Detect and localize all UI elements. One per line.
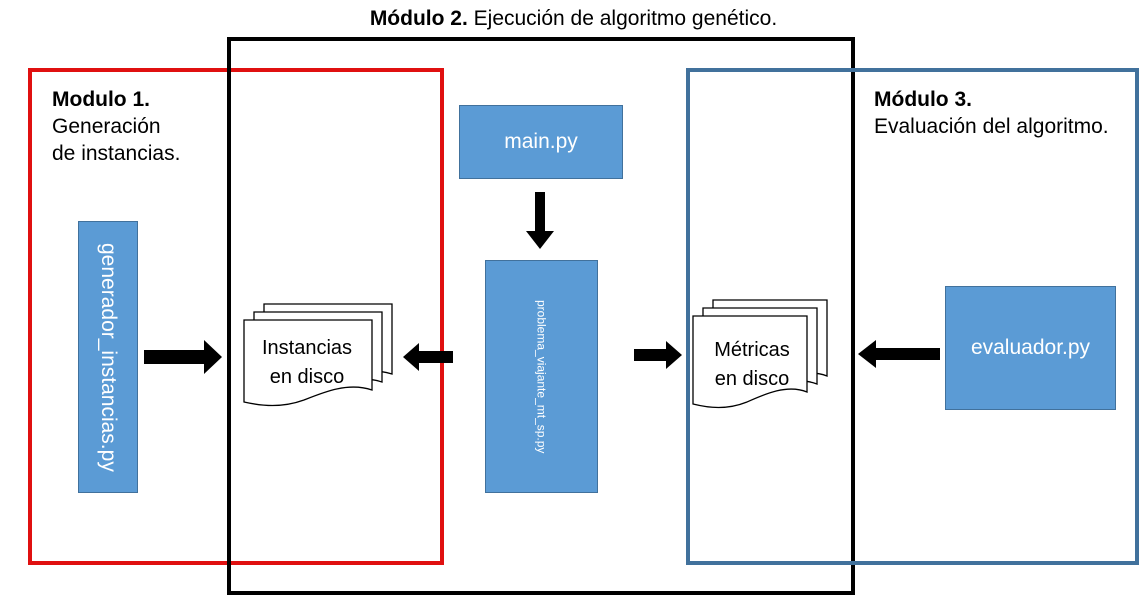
generador-instancias-label: generador_instancias.py (97, 242, 120, 472)
title-module-number: Módulo 2. (369, 7, 468, 30)
module-1-heading: Modulo 1. (52, 88, 150, 111)
module-3-line1: Evaluación del algoritmo. (874, 115, 1109, 138)
problema-viajante-script-box: problema_viajante_mt_sp.py (485, 260, 598, 493)
arrow-evaluador-to-metricas (858, 340, 940, 368)
main-label: main.py (504, 130, 578, 153)
module-3-heading: Módulo 3. (874, 88, 972, 111)
instancias-document-label: Instancias en disco (244, 334, 370, 392)
arrow-problema-to-instancias (403, 343, 453, 371)
arrow-main-to-problema (526, 192, 554, 249)
module-1-caption: Modulo 1. Generación de instancias. (52, 86, 180, 167)
module-1-frame (28, 68, 444, 565)
metricas-label-line1: Métricas (714, 339, 790, 361)
module-1-line1: Generación (52, 115, 161, 138)
main-script-box: main.py (459, 105, 623, 179)
arrow-problema-to-metricas (634, 341, 682, 369)
arrow-generador-to-instancias (144, 340, 222, 374)
metricas-document-stack (692, 299, 828, 409)
module-2-frame (227, 37, 855, 595)
evaluador-label: evaluador.py (970, 336, 1091, 359)
metricas-label-line2: en disco (714, 368, 790, 390)
module-3-caption: Módulo 3. Evaluación del algoritmo. (874, 86, 1109, 140)
title-module-text: Ejecución de algoritmo genético. (467, 7, 778, 30)
problema-viajante-label: problema_viajante_mt_sp.py (534, 299, 549, 454)
instancias-label-line2: en disco (269, 366, 345, 388)
metricas-document-label: Métricas en disco (696, 336, 808, 394)
generador-instancias-script-box: generador_instancias.py (78, 221, 138, 493)
evaluador-script-box: evaluador.py (945, 286, 1116, 410)
instancias-document-stack (243, 303, 393, 407)
module-3-frame (686, 68, 1139, 565)
module-1-line2: de instancias. (52, 142, 181, 165)
instancias-label-line1: Instancias (261, 337, 353, 359)
diagram-title: Módulo 2. Ejecución de algoritmo genétic… (0, 6, 1147, 32)
